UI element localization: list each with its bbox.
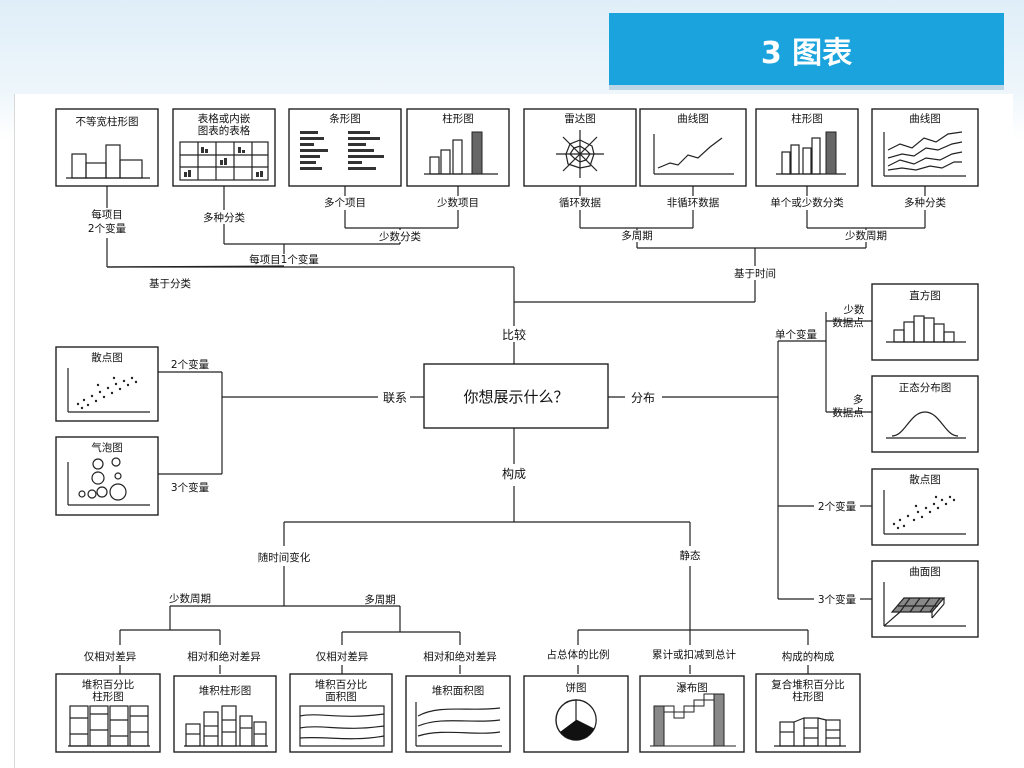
top-box-line-chart-non-cyclic: 曲线图: [639, 108, 747, 187]
label-top-1b: 图表的表格: [198, 124, 251, 137]
comp-box-stacked-pct-area: 堆积百分比 面积图: [289, 673, 393, 753]
label-few-items: 少数项目: [437, 196, 479, 209]
dist-many-points-a: 多: [853, 393, 864, 406]
top-connector-labels: 每项目 2个变量 多种分类 多个项目 少数项目 少数分类 每项目1个变量 基于分…: [88, 196, 947, 290]
dist-box-3-label: 曲面图: [909, 566, 941, 578]
comp-box-2-b: 面积图: [325, 691, 357, 703]
comp-label-4: 占总体的比例: [547, 648, 610, 661]
comp-label-5: 累计或扣减到总计: [652, 648, 736, 661]
title-bar-shadow: [609, 85, 1004, 90]
comp-many-periods-label: 多周期: [364, 593, 396, 606]
comp-box-4-label: 饼图: [566, 681, 587, 694]
composition-connectors: [119, 521, 809, 674]
top-box-line-chart-multi: 曲线图: [871, 108, 979, 187]
comp-label-2: 仅相对差异: [316, 650, 369, 663]
dist-single-var-label: 单个变量: [775, 328, 817, 341]
comp-box-stacked-column: 堆积柱形图: [173, 675, 277, 753]
slide-title: 3 图表: [609, 13, 1004, 87]
label-2-var: 2个变量: [88, 222, 127, 235]
dist-2-var-label: 2个变量: [818, 500, 857, 513]
label-top-4: 雷达图: [564, 113, 596, 125]
comp-box-6-a: 复合堆积百分比: [771, 678, 845, 691]
label-relation: 联系: [383, 391, 407, 405]
comp-box-pie: 饼图: [523, 675, 629, 753]
comp-box-nested-stacked: 复合堆积百分比 柱形图: [755, 673, 861, 753]
comp-box-waterfall: 瀑布图: [639, 675, 745, 753]
relation-box-1-label: 散点图: [91, 351, 123, 364]
comp-box-2-a: 堆积百分比: [315, 678, 368, 691]
comp-few-periods-label: 少数周期: [169, 592, 211, 605]
relation-box-2-label: 气泡图: [91, 441, 123, 454]
top-box-table-with-charts: 表格或内嵌 图表的表格: [172, 108, 276, 187]
relation-connectors: [158, 371, 223, 475]
label-many-items: 多个项目: [324, 196, 366, 209]
distribution-connectors: [777, 312, 872, 600]
center-question-text: 你想展示什么？: [463, 388, 568, 406]
dist-normal-box: 正态分布图: [871, 375, 979, 453]
label-per-item-1-var: 每项目1个变量: [249, 253, 319, 266]
label-few-categories: 少数分类: [379, 230, 421, 243]
dist-many-points-b: 数据点: [832, 406, 864, 419]
dist-box-2-label: 散点图: [909, 473, 941, 486]
comp-box-5-label: 瀑布图: [676, 681, 708, 694]
comp-box-0-b: 柱形图: [92, 690, 124, 703]
comp-box-stacked-pct-column: 堆积百分比 柱形图: [55, 673, 161, 753]
comp-label-6: 构成的构成: [782, 650, 835, 663]
comp-label-0: 仅相对差异: [84, 650, 137, 663]
dist-few-points-b: 数据点: [832, 316, 864, 329]
label-compare: 比较: [502, 327, 526, 342]
label-top-6: 柱形图: [791, 112, 823, 125]
top-box-bar-chart: 条形图: [288, 108, 402, 187]
label-per-item: 每项目: [91, 208, 123, 221]
comp-box-6-b: 柱形图: [792, 690, 824, 703]
comp-label-1: 相对和绝对差异: [187, 650, 261, 663]
comp-box-0-a: 堆积百分比: [82, 678, 135, 691]
label-top-5: 曲线图: [677, 112, 709, 125]
comp-box-3-label: 堆积面积图: [432, 685, 485, 697]
label-cyclic: 循环数据: [559, 196, 601, 209]
dist-few-points-a: 少数: [844, 303, 865, 316]
comp-label-3: 相对和绝对差异: [423, 650, 497, 663]
label-single-or-few-cat: 单个或少数分类: [770, 196, 844, 209]
top-connectors: [106, 186, 926, 364]
label-many-periods: 多周期: [621, 229, 653, 242]
label-top-2: 条形图: [329, 112, 361, 125]
comp-over-time-label: 随时间变化: [258, 551, 311, 564]
relation-bubble-box: 气泡图: [55, 436, 159, 516]
label-composition: 构成: [502, 466, 526, 481]
comp-box-1-label: 堆积柱形图: [199, 684, 252, 697]
label-non-cyclic: 非循环数据: [667, 196, 720, 209]
relation-2-var-label: 2个变量: [171, 358, 210, 371]
dist-surface-box: 曲面图: [871, 560, 979, 638]
label-top-0: 不等宽柱形图: [76, 115, 139, 128]
top-box-column-chart-few-items: 柱形图: [406, 108, 510, 187]
comp-static-label: 静态: [680, 549, 701, 562]
dist-box-0-label: 直方图: [909, 289, 941, 302]
center-connectors: [222, 396, 778, 522]
relation-scatter-box: 散点图: [55, 346, 159, 422]
label-multi-cat: 多种分类: [904, 196, 946, 209]
top-box-radar-chart: 雷达图: [523, 108, 637, 187]
label-top-7: 曲线图: [909, 112, 941, 125]
dist-box-1-label: 正态分布图: [899, 381, 952, 394]
comp-box-stacked-area: 堆积面积图: [405, 675, 511, 753]
label-top-1a: 表格或内嵌: [198, 112, 251, 125]
relation-3-var-label: 3个变量: [171, 481, 210, 494]
top-box-column-chart-single-category: 柱形图: [755, 108, 859, 187]
label-distribution: 分布: [631, 391, 655, 405]
dist-histogram-box: 直方图: [871, 283, 979, 361]
label-by-category: 基于分类: [149, 277, 191, 290]
dist-3-var-label: 3个变量: [818, 593, 857, 606]
center-question: 比较 你想展示什么？ 联系 分布 构成: [383, 327, 655, 481]
label-many-categories: 多种分类: [203, 211, 245, 224]
label-by-time: 基于时间: [734, 267, 776, 280]
top-box-variable-width-column: 不等宽柱形图: [55, 108, 159, 187]
dist-scatter-box: 散点图: [871, 468, 979, 546]
label-few-periods: 少数周期: [845, 229, 887, 242]
label-top-3: 柱形图: [442, 112, 474, 125]
